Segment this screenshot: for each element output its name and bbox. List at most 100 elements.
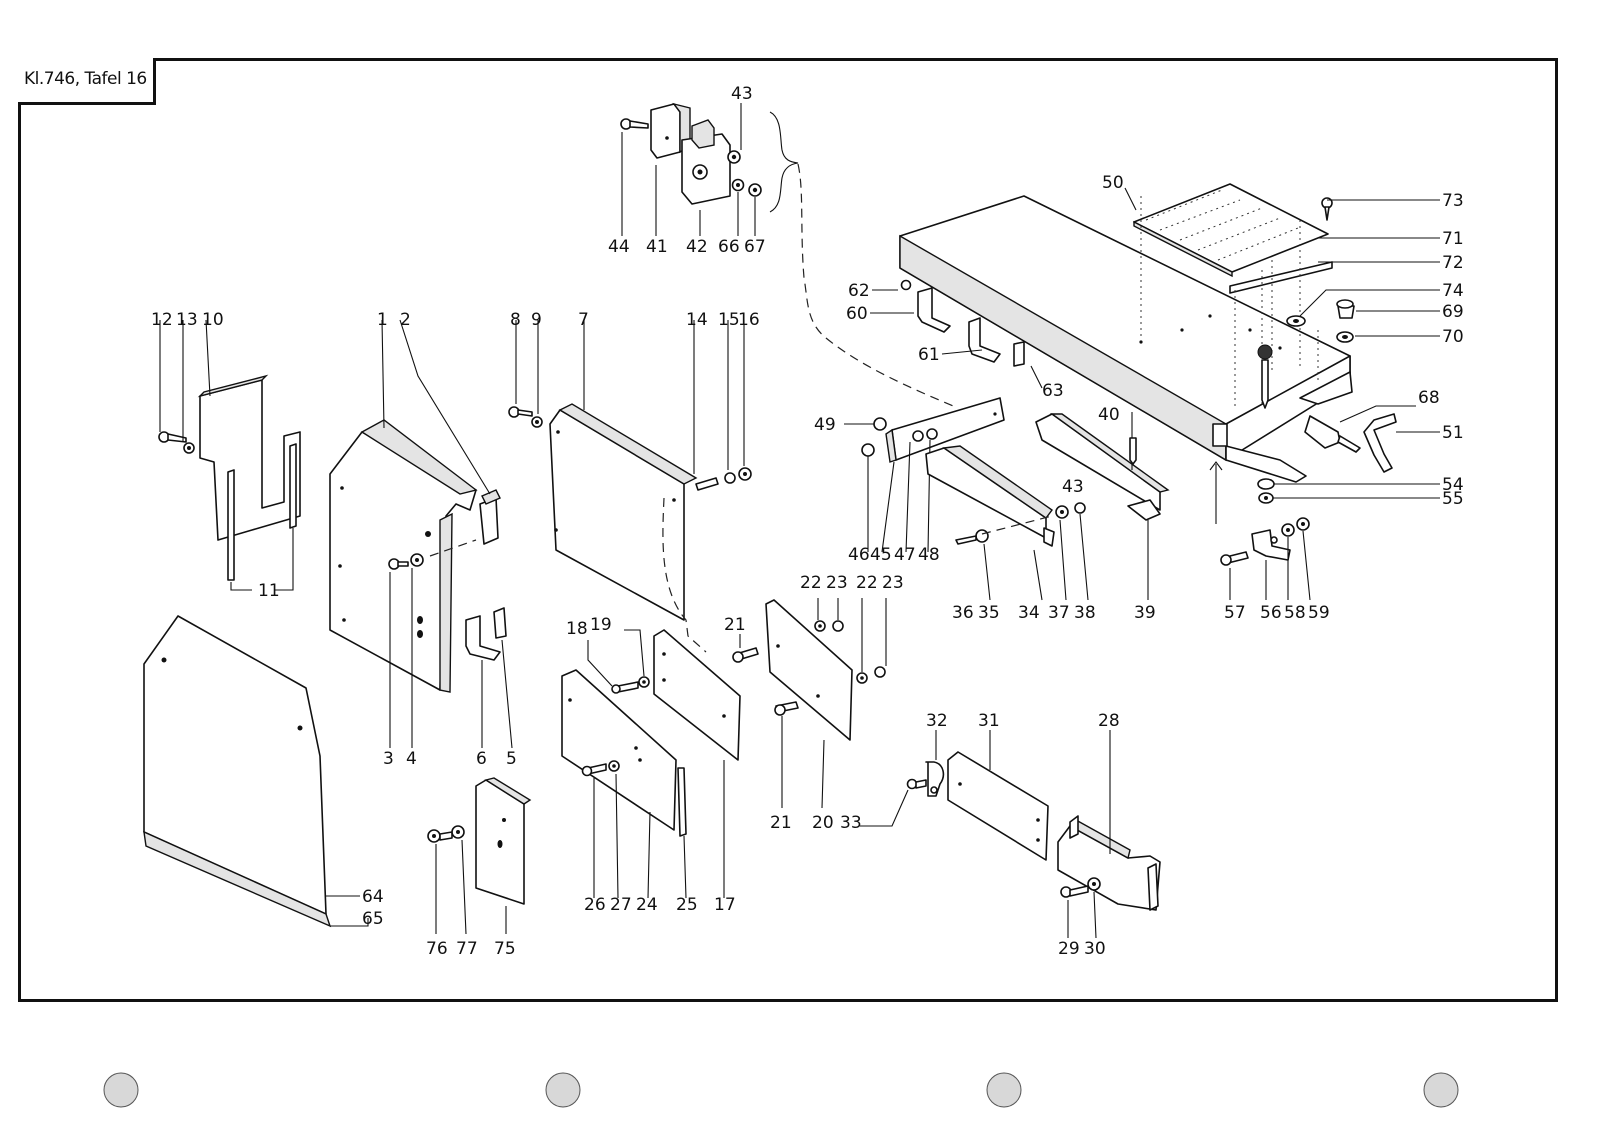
bracket-56-59 xyxy=(1220,517,1311,601)
callout-label: 69 xyxy=(1442,302,1464,322)
panel-24 xyxy=(561,669,687,899)
callout-label: 77 xyxy=(456,939,478,959)
drawing-frame xyxy=(18,58,1558,1002)
callout-label: 49 xyxy=(814,415,836,435)
callout-label: 28 xyxy=(1098,711,1120,731)
callout-label: 58 xyxy=(1284,603,1306,623)
callout-label: 42 xyxy=(686,237,708,257)
callout-label: 19 xyxy=(590,615,612,635)
callout-label: 59 xyxy=(1308,603,1330,623)
callout-label: 13 xyxy=(176,310,198,330)
callout-label: 4 xyxy=(406,749,417,769)
callout-label: 71 xyxy=(1442,229,1464,249)
callout-label: 7 xyxy=(578,310,589,330)
callout-label: 14 xyxy=(686,310,708,330)
callout-label: 36 xyxy=(952,603,974,623)
callout-label: 33 xyxy=(840,813,862,833)
callout-label: 60 xyxy=(846,304,868,324)
callout-label: 73 xyxy=(1442,191,1464,211)
callout-label: 18 xyxy=(566,619,588,639)
callout-label: 11 xyxy=(258,581,280,601)
callout-label: 30 xyxy=(1084,939,1106,959)
callout-label: 37 xyxy=(1048,603,1070,623)
callout-label: 54 xyxy=(1442,475,1464,495)
callout-label: 31 xyxy=(978,711,1000,731)
callout-label: 66 xyxy=(718,237,740,257)
callout-label: 38 xyxy=(1074,603,1096,623)
callout-label: 72 xyxy=(1442,253,1464,273)
callout-label: 41 xyxy=(646,237,668,257)
bracket-1 xyxy=(329,319,501,748)
callout-label: 25 xyxy=(676,895,698,915)
cover-10 xyxy=(158,319,301,591)
callout-label: 46 xyxy=(848,545,870,565)
callout-label: 3 xyxy=(383,749,394,769)
callout-label: 68 xyxy=(1418,388,1440,408)
leader-lines-right xyxy=(1124,187,1440,337)
callout-label: 74 xyxy=(1442,281,1464,301)
callout-label: 29 xyxy=(1058,939,1080,959)
callout-label: 21 xyxy=(724,615,746,635)
assembly-link-dashed-2 xyxy=(662,497,707,653)
callout-label: 8 xyxy=(510,310,521,330)
callout-label: 51 xyxy=(1442,423,1464,443)
cover-28 xyxy=(1057,730,1161,939)
nuts-54-55 xyxy=(1209,461,1440,524)
callout-label: 39 xyxy=(1134,603,1156,623)
scan-punch-holes xyxy=(103,1072,1459,1108)
callout-label: 2 xyxy=(400,310,411,330)
callout-label: 5 xyxy=(506,749,517,769)
callout-label: 50 xyxy=(1102,173,1124,193)
callout-label: 17 xyxy=(714,895,736,915)
callout-label: 12 xyxy=(151,310,173,330)
switch-assembly-41-44 xyxy=(620,102,799,236)
panel-17 xyxy=(587,629,741,898)
callout-label: 75 xyxy=(494,939,516,959)
title-block: Kl.746, Tafel 16 xyxy=(18,58,156,105)
callout-label: 57 xyxy=(1224,603,1246,623)
callout-label: 24 xyxy=(636,895,658,915)
axis-line-bracket-1 xyxy=(429,539,477,557)
clip-32-33 xyxy=(860,730,945,827)
callout-label: 44 xyxy=(608,237,630,257)
panel-20 xyxy=(732,598,887,809)
callout-label: 27 xyxy=(610,895,632,915)
callout-label: 40 xyxy=(1098,405,1120,425)
callout-label: 64 xyxy=(362,887,384,907)
callout-label: 1 xyxy=(377,310,388,330)
callout-label: 48 xyxy=(918,545,940,565)
plate-45 xyxy=(844,397,1005,553)
callout-label: 23 xyxy=(882,573,904,593)
callout-label: 16 xyxy=(738,310,760,330)
callout-label: 47 xyxy=(894,545,916,565)
plate-31 xyxy=(947,730,1049,861)
callout-label: 22 xyxy=(800,573,822,593)
axis-line-channel-34 xyxy=(981,515,1053,535)
mounting-rail-50 xyxy=(899,183,1355,483)
callout-labels: 43 44 41 42 66 67 50 73 71 72 74 69 70 6… xyxy=(151,84,1464,959)
callout-label: 55 xyxy=(1442,489,1464,509)
callout-label: 32 xyxy=(926,711,948,731)
callout-label: 34 xyxy=(1018,603,1040,623)
brackets-5-6 xyxy=(465,607,513,749)
callout-label: 15 xyxy=(718,310,740,330)
assembly-link-dashed-1 xyxy=(797,163,959,409)
callout-label: 9 xyxy=(531,310,542,330)
callout-label: 70 xyxy=(1442,327,1464,347)
callout-label: 45 xyxy=(870,545,892,565)
callout-label: 76 xyxy=(426,939,448,959)
callout-label: 65 xyxy=(362,909,384,929)
callout-label: 26 xyxy=(584,895,606,915)
callout-label: 43 xyxy=(731,84,753,104)
callout-label: 20 xyxy=(812,813,834,833)
callout-label: 62 xyxy=(848,281,870,301)
callout-label: 10 xyxy=(202,310,224,330)
channel-39 xyxy=(1035,412,1170,600)
callout-label: 23 xyxy=(826,573,848,593)
callout-label: 21 xyxy=(770,813,792,833)
brackets-60-63 xyxy=(870,279,1043,389)
callout-label: 22 xyxy=(856,573,878,593)
callout-label: 6 xyxy=(476,749,487,769)
